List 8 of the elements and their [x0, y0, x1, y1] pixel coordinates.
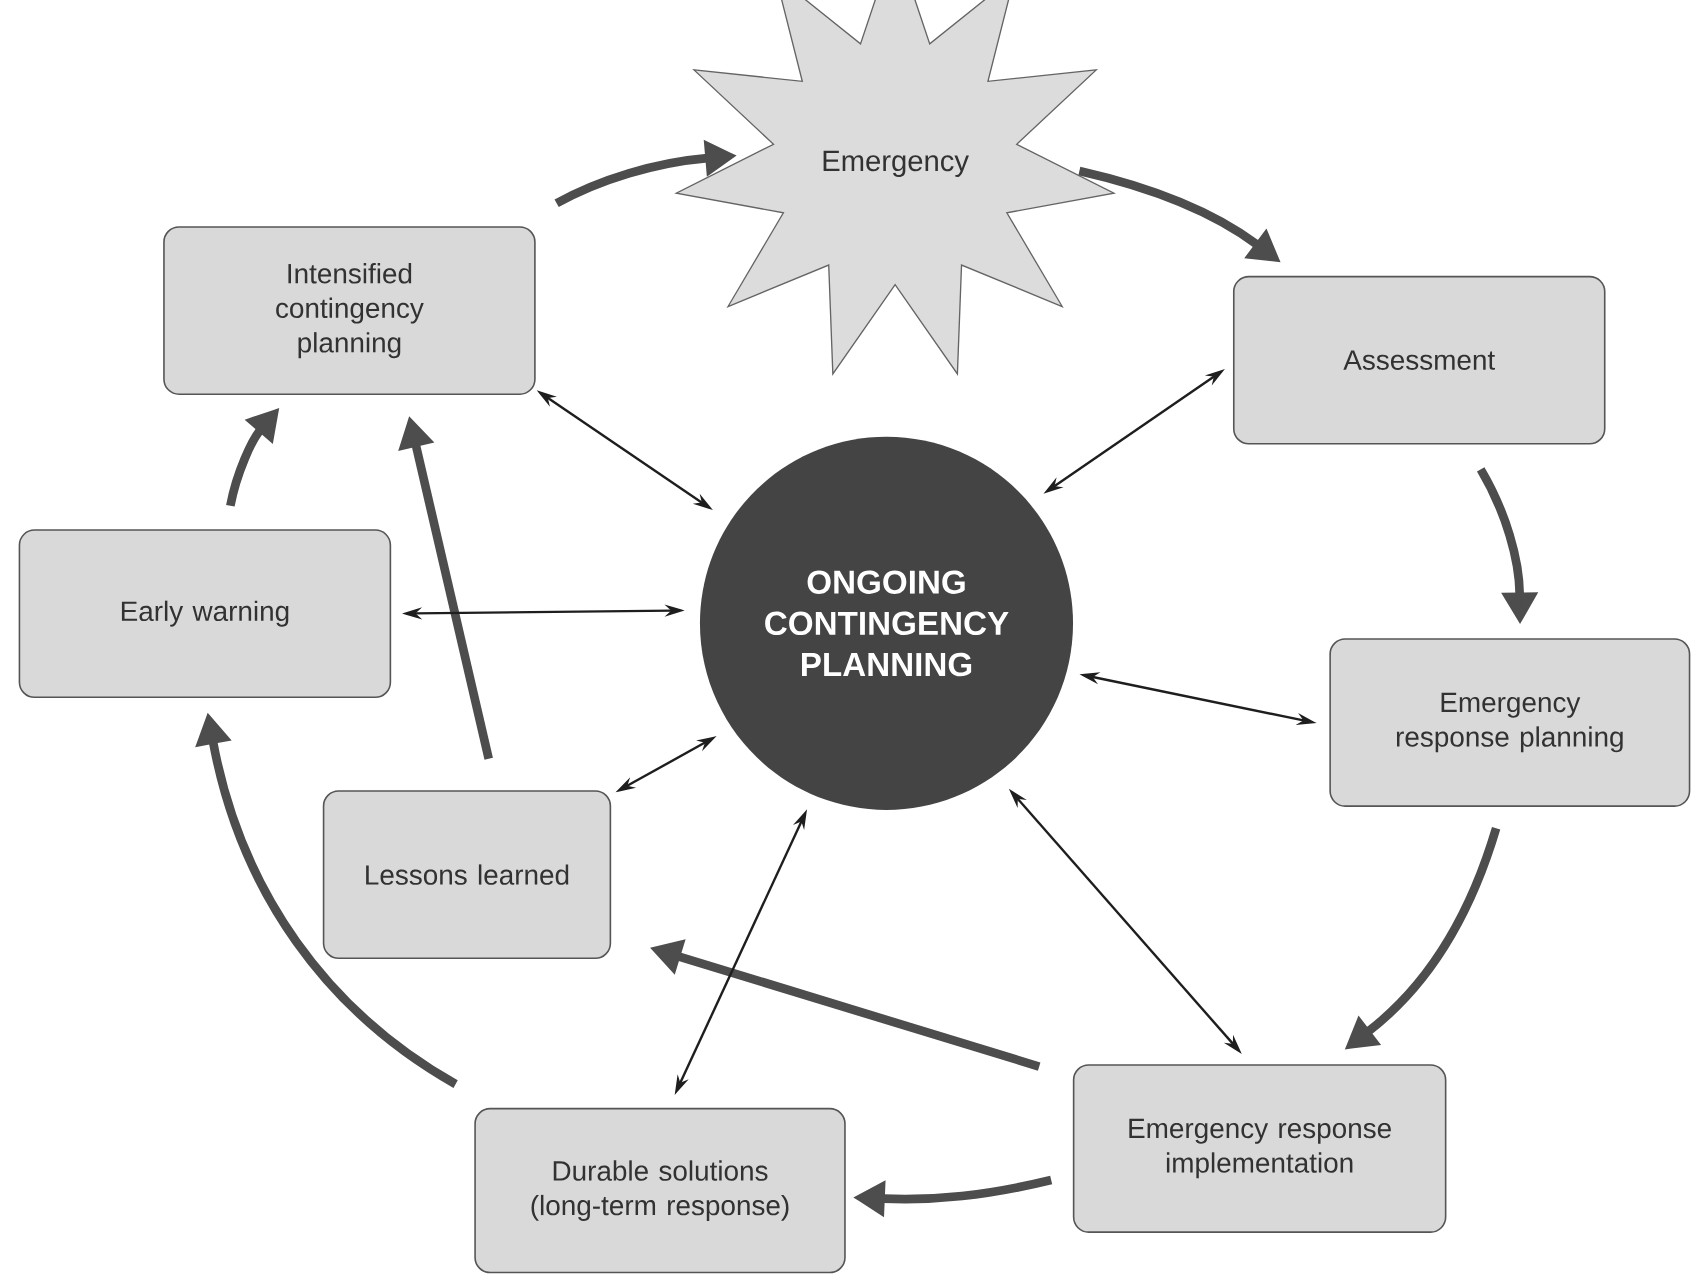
rounded-box: Durable solutions (long-term response)	[474, 1107, 846, 1274]
rounded-box: Intensified contingency planning	[163, 226, 536, 395]
rounded-box: Lessons learned	[322, 790, 612, 959]
rounded-box: Emergency response planning	[1329, 638, 1691, 807]
rounded-box: Emergency response implementation	[1072, 1064, 1447, 1233]
rounded-box: Assessment	[1232, 275, 1606, 445]
rounded-box: Early warning	[18, 529, 392, 698]
starburst: Emergency	[674, 0, 1116, 376]
